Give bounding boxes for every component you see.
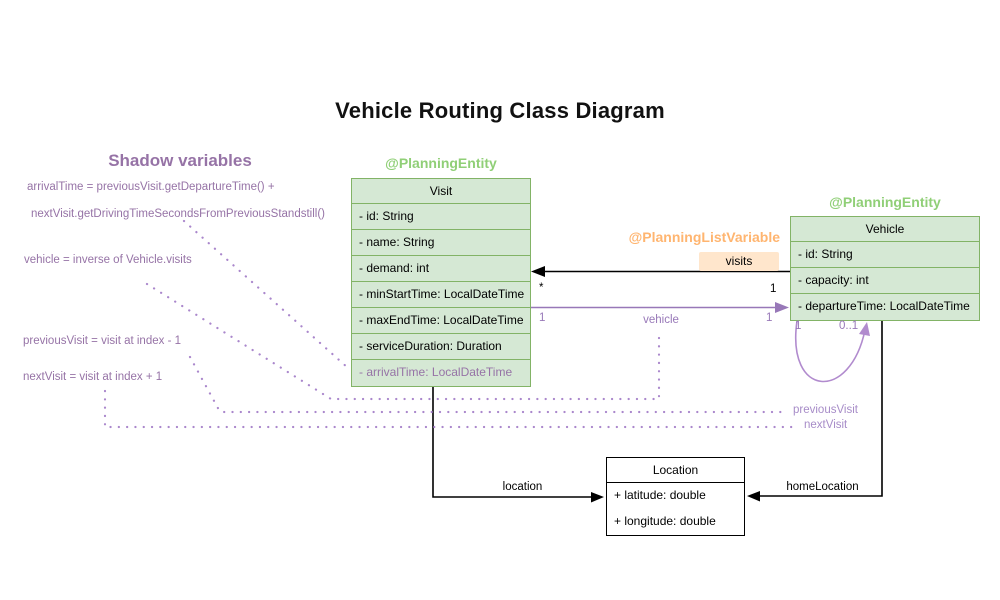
planning-list-variable-annotation: @PlanningListVariable	[628, 229, 780, 245]
location-attr-latitude: + latitude: double	[614, 488, 706, 502]
visit-attr-id: - id: String	[352, 204, 530, 230]
visits-multiplicity-one: 1	[770, 283, 777, 295]
vehicle-attr-id: - id: String	[791, 242, 979, 268]
vehicle-association-label: vehicle	[643, 314, 679, 326]
shadow-variable-connectors	[103, 219, 800, 429]
chain-loop-multiplicity-zero-one: 0..1	[839, 320, 859, 332]
shadow-var-arrival-time-line2: nextVisit.getDrivingTimeSecondsFromPrevi…	[31, 208, 325, 220]
location-class-name: Location	[607, 458, 744, 483]
location-attr-longitude: + longitude: double	[614, 514, 716, 528]
visits-association-line	[531, 266, 790, 277]
shadow-var-previous-visit: previousVisit = visit at index - 1	[23, 335, 181, 347]
visit-attr-arrival-time: - arrivalTime: LocalDateTime	[359, 365, 513, 379]
vehicle-attr-departure-time: - departureTime: LocalDateTime	[798, 299, 970, 313]
visit-attr-max-end-time: - maxEndTime: LocalDateTime	[352, 308, 530, 334]
visits-association-label: visits	[699, 252, 779, 271]
diagram-title: Vehicle Routing Class Diagram	[335, 98, 665, 123]
visit-planning-entity-annotation: @PlanningEntity	[385, 155, 497, 171]
visit-attr-min-start-time: - minStartTime: LocalDateTime	[352, 282, 530, 308]
chain-loop-multiplicity-one: 1	[795, 320, 802, 332]
home-location-association-label: homeLocation	[786, 481, 859, 493]
vehicle-assoc-multiplicity-left: 1	[539, 312, 546, 324]
visit-attr-service-duration: - serviceDuration: Duration	[352, 334, 530, 360]
shadow-var-vehicle: vehicle = inverse of Vehicle.visits	[24, 254, 192, 266]
home-location-association-line	[747, 321, 883, 502]
arrival-time-connector	[182, 219, 350, 370]
location-association-label: location	[502, 481, 543, 493]
shadow-variables-heading: Shadow variables	[108, 151, 252, 170]
visit-class-name: Visit	[352, 179, 530, 204]
location-association-line	[432, 386, 604, 503]
chain-self-loop-line	[794, 320, 870, 383]
previous-visit-label: previousVisit	[793, 404, 858, 416]
vehicle-assoc-multiplicity-right: 1	[766, 312, 773, 324]
shadow-var-next-visit: nextVisit = visit at index + 1	[23, 371, 163, 383]
next-visit-label: nextVisit	[804, 419, 848, 431]
vehicle-association-line	[530, 302, 789, 313]
visit-attr-name: - name: String	[352, 230, 530, 256]
next-visit-connector	[103, 389, 800, 429]
vehicle-class: Vehicle - id: String - capacity: int - d…	[790, 216, 980, 321]
visit-class: Visit - id: String - name: String - dema…	[351, 178, 531, 387]
shadow-var-arrival-time-line1: arrivalTime = previousVisit.getDeparture…	[27, 181, 275, 193]
location-class: Location + latitude: double + longitude:…	[606, 457, 745, 536]
visit-attr-demand: - demand: int	[352, 256, 530, 282]
vehicle-connector	[145, 282, 661, 401]
visits-multiplicity-star: *	[539, 282, 544, 294]
vehicle-attr-capacity: - capacity: int	[791, 268, 979, 294]
vehicle-class-name: Vehicle	[791, 217, 979, 242]
vehicle-planning-entity-annotation: @PlanningEntity	[829, 194, 941, 210]
